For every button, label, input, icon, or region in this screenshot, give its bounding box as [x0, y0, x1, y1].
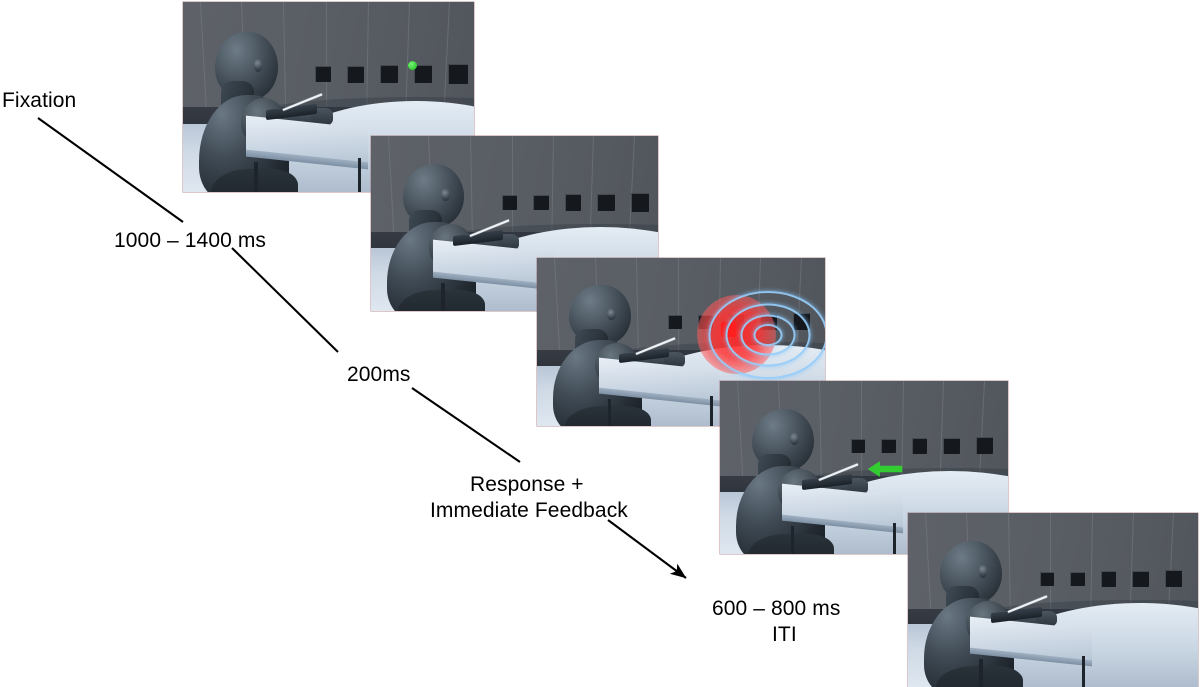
stimulus-square-row	[1040, 570, 1198, 588]
label-iti_name: ITI	[772, 623, 797, 646]
desk-leg	[254, 161, 258, 192]
auditory-ring	[753, 324, 782, 346]
label-soa: 1000 – 1400 ms	[114, 229, 267, 252]
participant-ear	[253, 57, 263, 72]
stimulus-square	[1164, 570, 1182, 588]
label-fixation: Fixation	[2, 89, 77, 112]
auditory-ring	[740, 314, 795, 356]
participant-lap	[210, 168, 298, 192]
stimulus-square	[597, 193, 615, 212]
stimulus-square	[347, 65, 364, 83]
stimulus-square	[533, 194, 549, 211]
iti-screen	[908, 513, 1198, 687]
stimulus-square	[413, 64, 433, 84]
stimulus-square	[315, 66, 331, 83]
participant-ear	[440, 187, 450, 201]
desk-leg	[441, 283, 445, 311]
stimulus-square	[379, 65, 398, 84]
label-feedback: Immediate Feedback	[430, 499, 628, 522]
stimulus-screen	[537, 258, 825, 426]
label-response: Response +	[470, 473, 584, 496]
stimulus-square	[630, 193, 650, 212]
desk-leg	[709, 395, 714, 426]
stimulus-square-row	[315, 64, 474, 84]
stimulus-square	[668, 314, 682, 329]
stimulus-square	[943, 437, 960, 455]
desk-leg	[892, 522, 897, 554]
participant-ear	[978, 564, 988, 578]
line-soa-to-duration	[231, 247, 339, 353]
desk-leg	[1082, 655, 1086, 687]
stimulus-square-row	[851, 437, 1008, 455]
stimulus-square-row	[502, 193, 658, 212]
stimulus-square	[1132, 570, 1149, 588]
stimulus-square	[975, 437, 993, 455]
feedback-arrow-icon	[867, 461, 903, 477]
auditory-ring	[725, 303, 810, 367]
label-iti_time: 600 – 800 ms	[712, 597, 841, 620]
line-fixation-to-soa	[37, 117, 184, 223]
line-response-to-iti	[607, 519, 687, 579]
participant-ear	[607, 307, 616, 321]
desk-leg	[979, 659, 983, 687]
auditory-ring-group	[708, 291, 825, 379]
desk-leg	[357, 157, 362, 192]
stimulus-square	[1040, 571, 1054, 586]
stimulus-square	[448, 64, 468, 84]
line-duration-to-response	[411, 387, 521, 463]
auditory-ring	[708, 291, 825, 379]
stimulus-square	[564, 194, 582, 211]
fixation-dot	[408, 61, 417, 70]
stimulus-square	[1070, 571, 1085, 587]
desk-leg	[790, 526, 794, 554]
stimulus-square	[881, 438, 896, 454]
participant-ear	[790, 432, 799, 446]
stimulus-square	[1100, 571, 1117, 587]
stimulus-square	[911, 438, 928, 454]
label-duration: 200ms	[347, 363, 411, 386]
desk-leg	[607, 399, 611, 426]
stimulus-square	[502, 195, 517, 211]
stimulus-square	[851, 438, 865, 453]
